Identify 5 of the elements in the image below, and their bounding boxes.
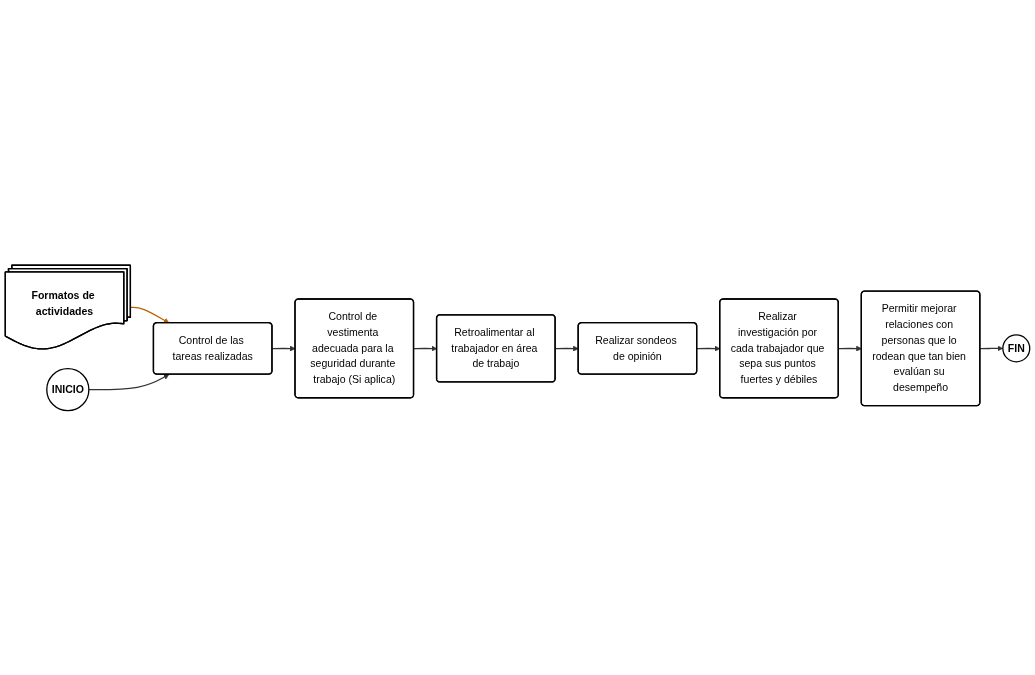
node-circle: FIN	[1002, 333, 1031, 362]
arrow	[88, 373, 170, 390]
arrow	[130, 306, 170, 323]
arrow	[271, 345, 296, 351]
node-circle: INICIO	[46, 367, 90, 411]
